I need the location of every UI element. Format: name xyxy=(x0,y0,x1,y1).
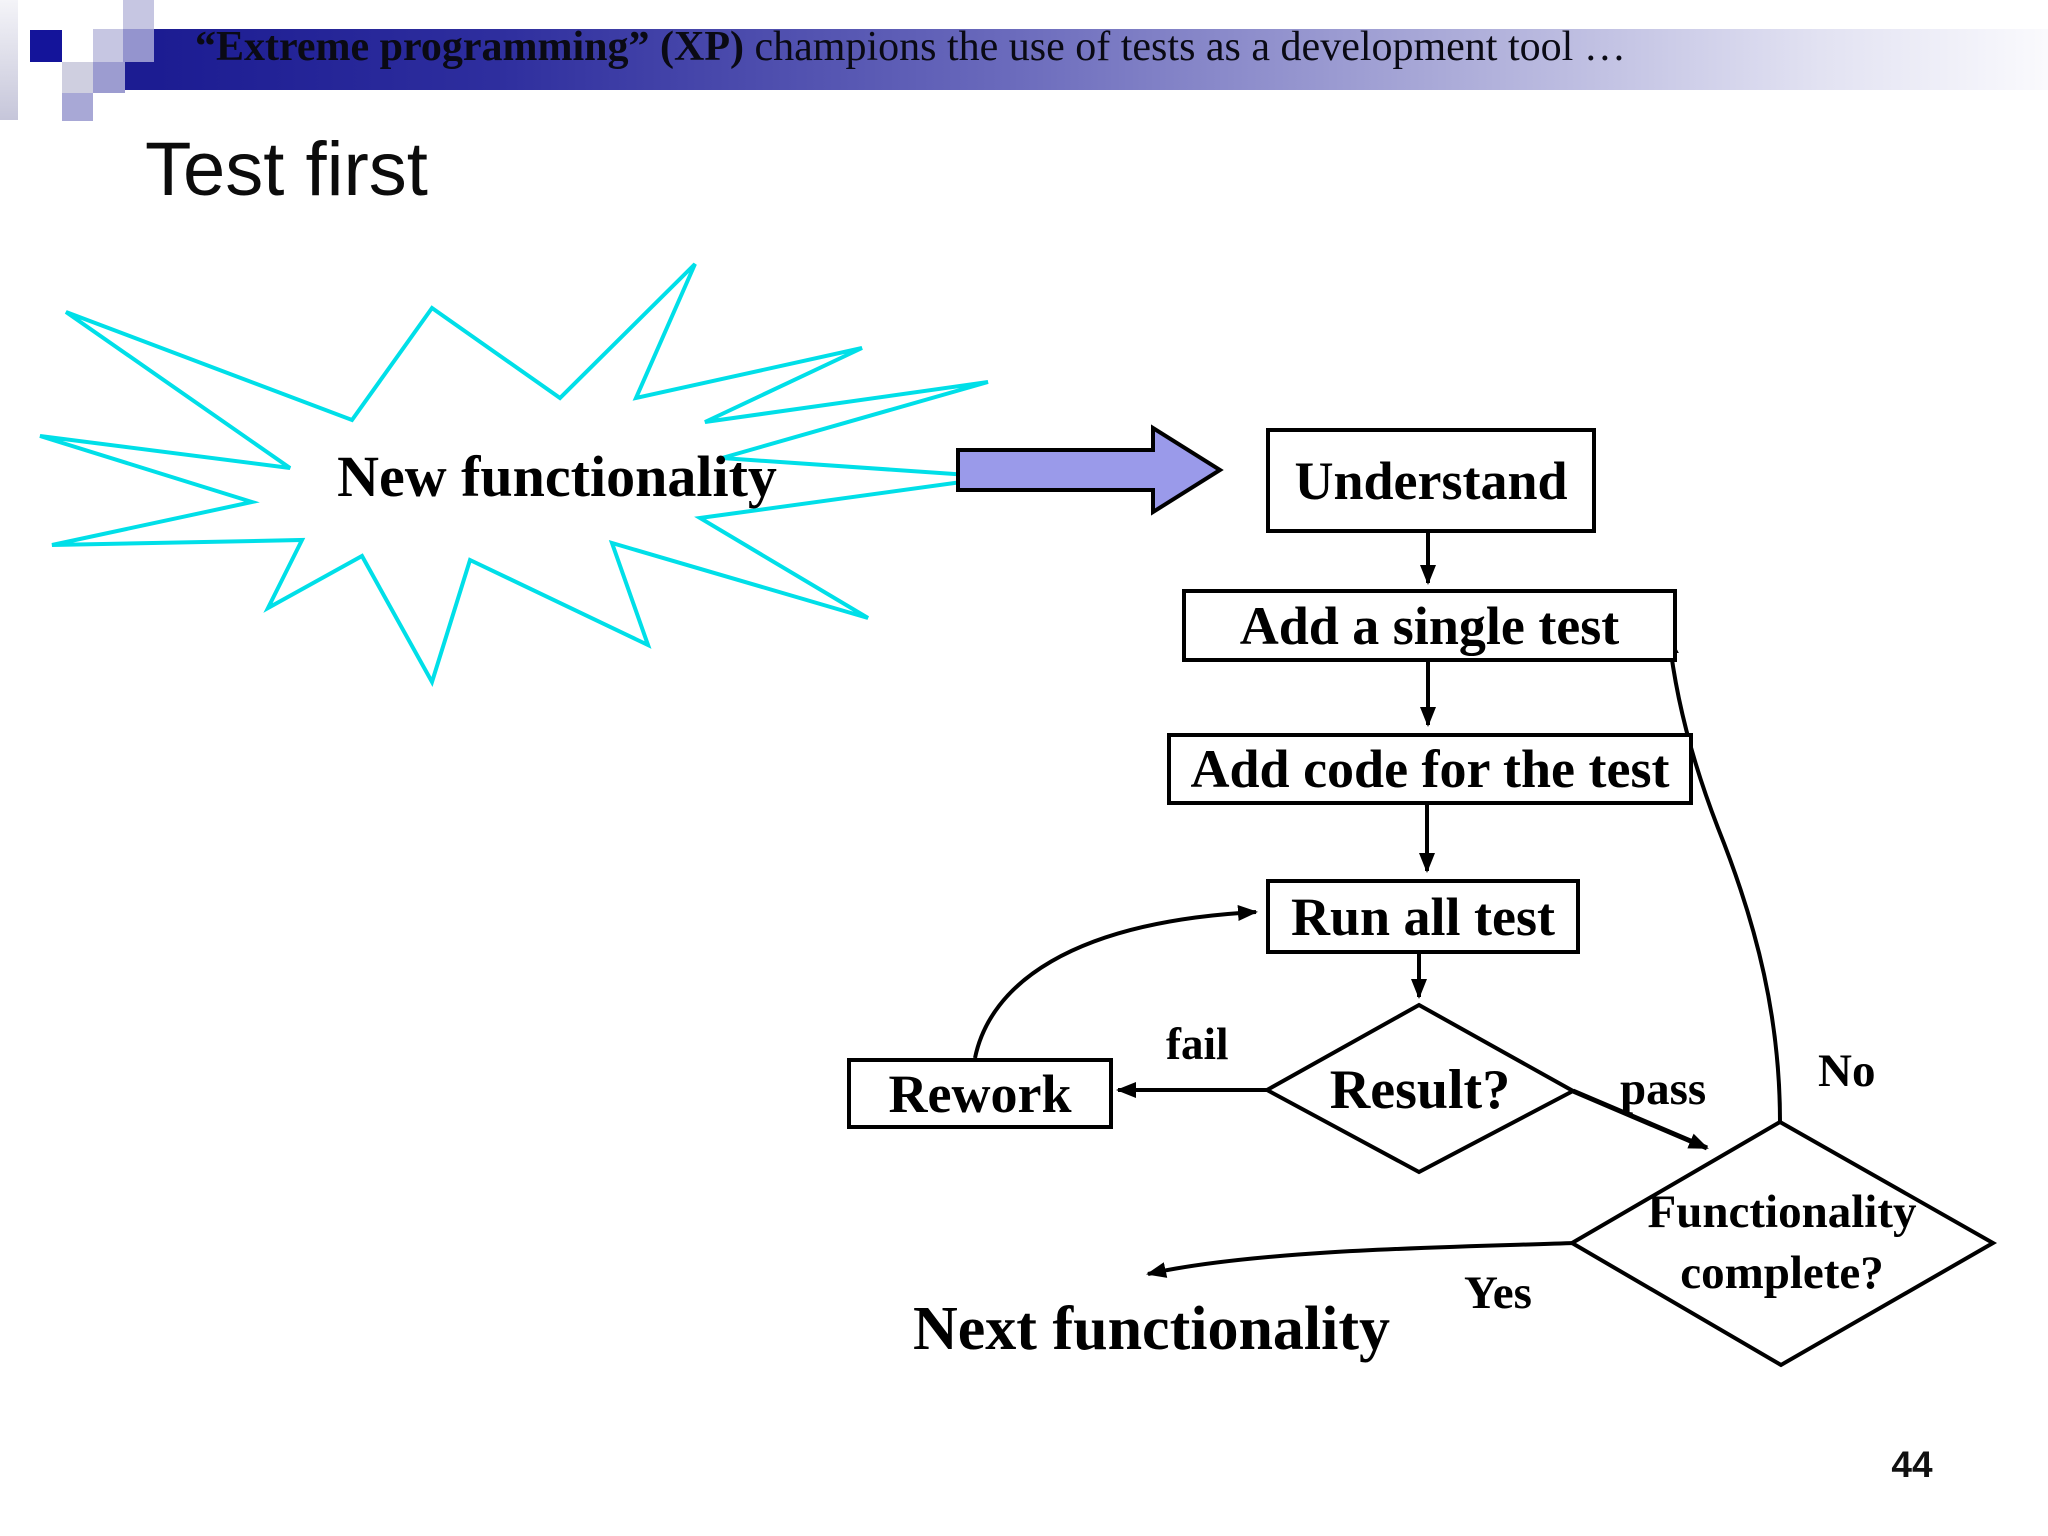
starburst-label: New functionality xyxy=(337,444,777,509)
banner-text-bold: “Extreme programming” (XP) xyxy=(195,24,744,70)
starburst-shape xyxy=(39,262,999,688)
decoration-square-medium-1 xyxy=(123,29,155,62)
decoration-square-bottom xyxy=(62,93,93,121)
edge-label-fail: fail xyxy=(1166,1019,1229,1069)
result-diamond xyxy=(1262,1002,1578,1175)
node-understand: Understand xyxy=(1266,428,1596,533)
header-banner-bar xyxy=(154,29,2048,90)
connector-yes-to-next xyxy=(1146,1241,1576,1278)
slide-title: Test first xyxy=(145,127,428,212)
node-add-code-for-test: Add code for the test xyxy=(1167,733,1693,805)
decoration-gradient-strip xyxy=(0,0,18,120)
decoration-square-light-2 xyxy=(123,0,154,29)
connector-pass-to-complete xyxy=(1572,1088,1709,1151)
edge-label-yes: Yes xyxy=(1464,1267,1532,1319)
decoration-square-light-1 xyxy=(93,29,126,62)
functionality-complete-label: Functionality complete? xyxy=(1592,1140,1972,1346)
functionality-complete-line2: complete? xyxy=(1680,1247,1884,1299)
connector-rework-to-run xyxy=(973,904,1258,1059)
header-banner-text: “Extreme programming” (XP) champions the… xyxy=(195,24,1626,70)
decoration-square-navy xyxy=(30,30,62,62)
header-banner-step xyxy=(125,62,155,90)
decoration-square-gray xyxy=(62,62,93,93)
edge-label-no: No xyxy=(1818,1045,1876,1097)
edge-label-pass: pass xyxy=(1620,1063,1707,1115)
node-rework: Rework xyxy=(847,1058,1113,1129)
connector-no-to-add-test xyxy=(1662,634,1782,1123)
block-arrow-right-icon xyxy=(956,424,1224,516)
next-functionality-text: Next functionality xyxy=(913,1295,1391,1363)
page-number: 44 xyxy=(1891,1444,1933,1485)
decoration-square-medium-2 xyxy=(93,62,125,93)
functionality-complete-diamond xyxy=(1568,1119,1998,1368)
functionality-complete-line1: Functionality xyxy=(1647,1185,1917,1238)
node-run-all-test: Run all test xyxy=(1266,879,1580,954)
node-add-single-test: Add a single test xyxy=(1182,589,1677,662)
result-diamond-label: Result? xyxy=(1329,1059,1511,1121)
banner-text-rest: champions the use of tests as a developm… xyxy=(744,24,1626,70)
